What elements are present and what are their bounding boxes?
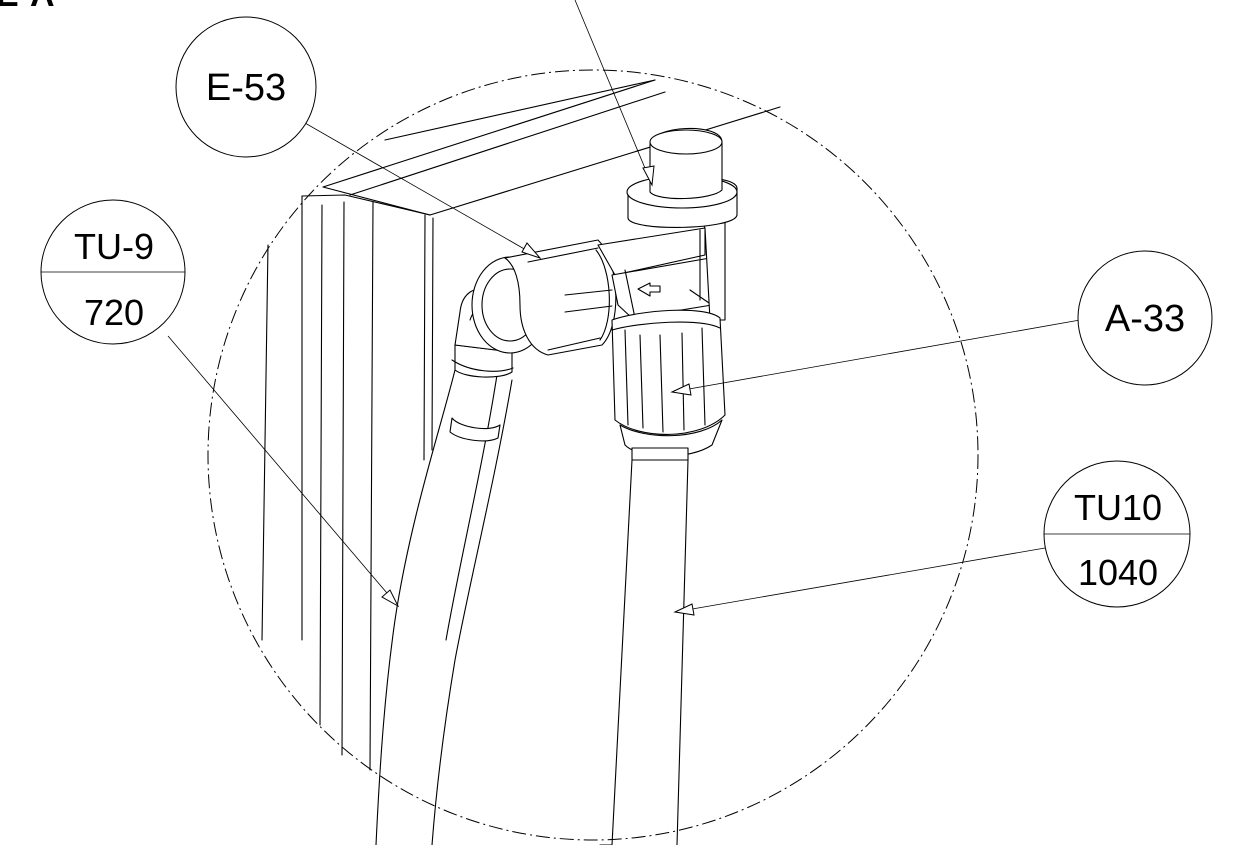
union-nut <box>471 239 617 356</box>
callout-tu9-bottom: 720 <box>84 292 144 333</box>
leader-top <box>642 165 655 187</box>
callout-e53-label: E-53 <box>206 67 286 109</box>
knurled-nut <box>611 309 726 457</box>
callout-a33: A-33 <box>1077 250 1213 386</box>
leader-tu10 <box>673 547 1046 616</box>
left-hose <box>375 344 514 845</box>
callout-tu10-top: TU10 <box>1074 487 1162 528</box>
top-cap <box>626 127 738 228</box>
detail-label-fragment: E-A <box>0 0 55 14</box>
tee-valve-body <box>597 187 726 321</box>
callout-tu10-bottom: 1040 <box>1078 552 1158 593</box>
right-hose <box>599 447 689 845</box>
callout-e53: E-53 <box>175 16 317 158</box>
leader-e53 <box>304 122 542 260</box>
top-leader-line <box>574 0 653 186</box>
callout-tu9: TU-9 720 <box>40 199 186 345</box>
callout-a33-label: A-33 <box>1105 298 1185 340</box>
panel-structure <box>261 79 781 771</box>
callout-tu10: TU10 1040 <box>1043 460 1191 608</box>
callout-tu9-top: TU-9 <box>74 226 154 267</box>
detail-boundary-circle <box>207 69 979 841</box>
leader-a33 <box>670 319 1081 396</box>
leader-tu9 <box>167 335 400 608</box>
